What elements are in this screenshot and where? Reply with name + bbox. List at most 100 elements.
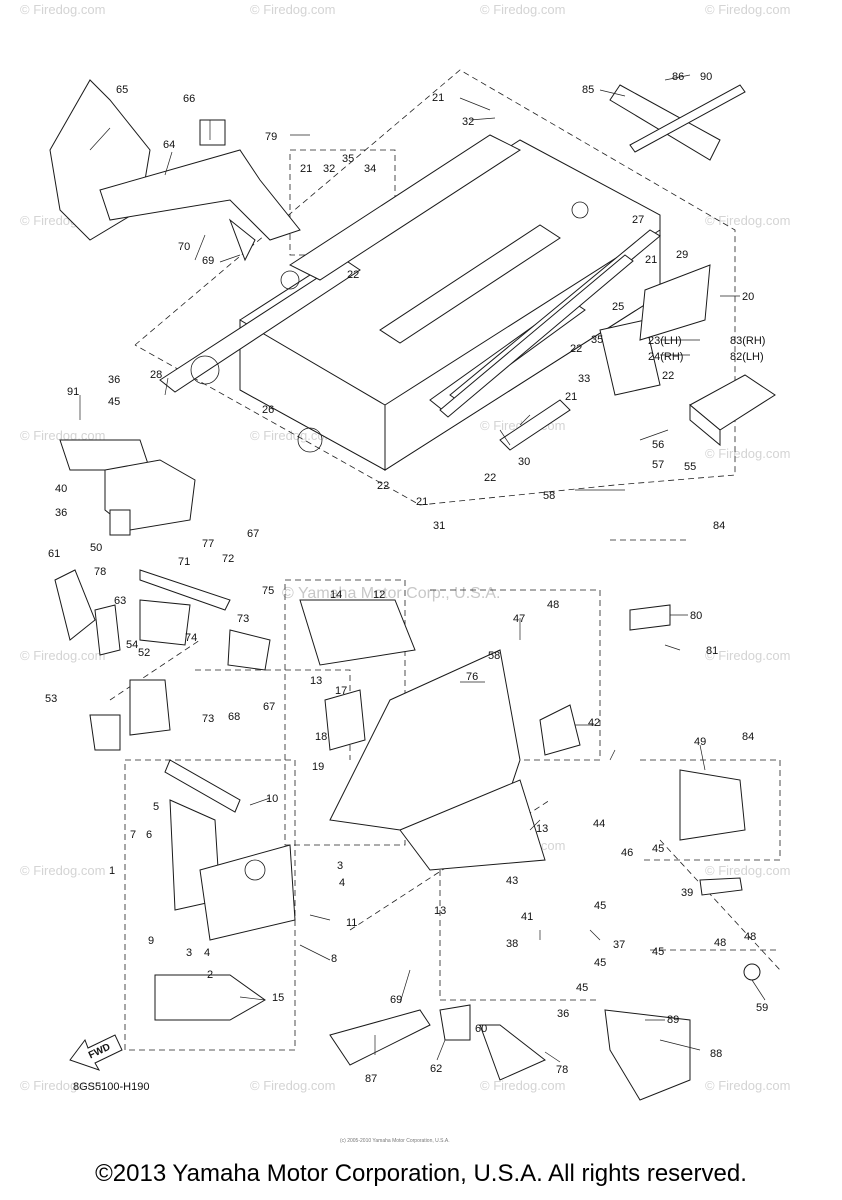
part-number: 23(LH) — [648, 335, 682, 347]
part-number: 45 — [108, 396, 120, 408]
part-number: 20 — [742, 291, 754, 303]
part-number: 27 — [632, 214, 644, 226]
part-number: 88 — [710, 1048, 722, 1060]
part-number: 12 — [373, 589, 385, 601]
part-number: 7 — [130, 829, 136, 841]
part-number: 90 — [700, 71, 712, 83]
watermark-text: © Firedog.com — [250, 1078, 335, 1093]
part-number: 44 — [593, 818, 605, 830]
part-number: 39 — [681, 887, 693, 899]
watermark-text: © Firedog.com — [480, 1078, 565, 1093]
part-number: 40 — [55, 483, 67, 495]
part-number: 32 — [323, 163, 335, 175]
part-number: 18 — [315, 731, 327, 743]
part-number: 35 — [342, 153, 354, 165]
part-number: 22 — [484, 472, 496, 484]
part-number: 69 — [202, 255, 214, 267]
part-number: 73 — [237, 613, 249, 625]
part-number: 22 — [662, 370, 674, 382]
watermark-text: © Firedog.com — [20, 2, 105, 17]
copyright-footer: ©2013 Yamaha Motor Corporation, U.S.A. A… — [95, 1160, 747, 1187]
part-number: 13 — [536, 823, 548, 835]
part-number: 45 — [594, 957, 606, 969]
part-number: 3 — [337, 860, 343, 872]
part-number: 49 — [694, 736, 706, 748]
part-number: 36 — [557, 1008, 569, 1020]
steering-column — [49, 79, 301, 262]
fwd-arrow: FWD — [69, 1034, 123, 1071]
part-number: 3 — [186, 947, 192, 959]
watermark-text: © Firedog.com — [705, 446, 790, 461]
part-number-labels: 65 66 64 79 21 32 35 34 21 32 70 69 22 8… — [45, 71, 768, 1085]
part-number: 45 — [652, 843, 664, 855]
watermark-text: © Firedog.com — [20, 1078, 105, 1093]
part-number: 48 — [547, 599, 559, 611]
part-number: 84 — [742, 731, 754, 743]
part-number: 77 — [202, 538, 214, 550]
part-number: 60 — [475, 1023, 487, 1035]
step-parts — [599, 264, 776, 447]
part-number: 85 — [582, 84, 594, 96]
part-number: 81 — [706, 645, 718, 657]
left-engine-mount — [59, 439, 196, 536]
watermark-text: © Firedog.com — [705, 213, 790, 228]
part-number: 13 — [434, 905, 446, 917]
part-number: 47 — [513, 613, 525, 625]
part-number: 5 — [153, 801, 159, 813]
part-number: 24(RH) — [648, 351, 683, 363]
part-number: 30 — [518, 456, 530, 468]
part-number: 29 — [676, 249, 688, 261]
part-number: 87 — [365, 1073, 377, 1085]
part-number: 22 — [570, 343, 582, 355]
center-bulkhead — [299, 599, 546, 871]
part-number: 61 — [48, 548, 60, 560]
watermark-text: © Firedog.com — [480, 2, 565, 17]
part-number: 45 — [652, 946, 664, 958]
part-number: 33 — [578, 373, 590, 385]
part-number: 54 — [126, 639, 138, 651]
rear-bumper — [609, 84, 746, 161]
part-number: 64 — [163, 139, 175, 151]
part-number: 22 — [347, 269, 359, 281]
frame-hole — [297, 427, 323, 453]
part-number: 45 — [594, 900, 606, 912]
front-suspension-bracket — [154, 759, 296, 1021]
part-number: 15 — [272, 992, 284, 1004]
part-number: 53 — [45, 693, 57, 705]
leader-lines — [79, 74, 766, 1063]
part-number: 73 — [202, 713, 214, 725]
fine-print: (c) 2005-2010 Yamaha Motor Corporation, … — [340, 1138, 450, 1144]
part-number: 42 — [588, 717, 600, 729]
part-number: 21 — [416, 496, 428, 508]
part-number: 78 — [556, 1064, 568, 1076]
part-number: 83(RH) — [730, 335, 765, 347]
watermark-text: © Firedog.com — [20, 863, 105, 878]
part-number: 36 — [108, 374, 120, 386]
part-number: 52 — [138, 647, 150, 659]
part-number: 79 — [265, 131, 277, 143]
part-number: 56 — [652, 439, 664, 451]
part-number: 76 — [466, 671, 478, 683]
part-number: 58 — [488, 650, 500, 662]
part-number: 67 — [247, 528, 259, 540]
part-number: 91 — [67, 386, 79, 398]
part-number: 63 — [114, 595, 126, 607]
part-number: 58 — [543, 490, 555, 502]
part-number: 65 — [116, 84, 128, 96]
part-number: 66 — [183, 93, 195, 105]
part-number: 9 — [148, 935, 154, 947]
frame-hole — [571, 201, 589, 219]
part-number: 4 — [204, 947, 210, 959]
part-number: 36 — [55, 507, 67, 519]
part-number: 68 — [228, 711, 240, 723]
part-number: 28 — [150, 369, 162, 381]
part-number: 1 — [109, 865, 115, 877]
part-number: 13 — [310, 675, 322, 687]
part-number: 4 — [339, 877, 345, 889]
part-number: 32 — [462, 116, 474, 128]
part-number: 57 — [652, 459, 664, 471]
part-number: 50 — [90, 542, 102, 554]
part-number: 59 — [756, 1002, 768, 1014]
part-number: 6 — [146, 829, 152, 841]
